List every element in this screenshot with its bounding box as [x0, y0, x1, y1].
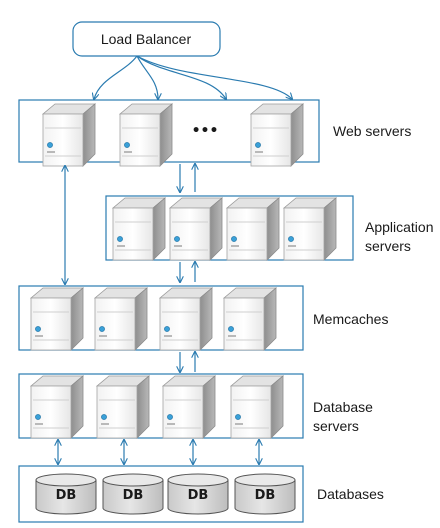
database-2-label: DB: [123, 488, 144, 503]
memcache-server-2-icon: [94, 287, 148, 351]
database-server-tier-box: [18, 373, 304, 439]
load-balancer-connectors: [94, 55, 292, 99]
app-server-2-icon: [169, 197, 223, 261]
web-server-4-icon: [250, 103, 304, 167]
database-server-3-icon: [162, 375, 216, 439]
memcache-server-4-icon: [223, 287, 277, 351]
memcache-server-1-icon: [30, 287, 84, 351]
tier-connectors: [58, 164, 259, 464]
database-server-1-icon: [30, 375, 84, 439]
web-tier-box: [18, 99, 320, 163]
more-servers-ellipsis: •••: [192, 123, 219, 139]
database-server-2-icon: [96, 375, 150, 439]
app-server-4-icon: [283, 197, 337, 261]
database-servers-group: [30, 375, 284, 439]
memcache-servers-group: [30, 287, 277, 351]
database-servers-label-line1: Database: [313, 399, 373, 415]
app-server-3-icon: [226, 197, 280, 261]
memcaches-label: Memcaches: [313, 311, 388, 327]
database-1-label: DB: [56, 488, 77, 503]
database-tier-box: [18, 465, 304, 523]
database-4-label: DB: [255, 488, 276, 503]
databases-label: Databases: [317, 486, 384, 502]
database-3-label: DB: [188, 488, 209, 503]
web-server-1-icon: [42, 103, 96, 167]
web-servers-group: •••: [42, 103, 304, 167]
application-servers-label-line2: servers: [365, 238, 411, 254]
app-server-1-icon: [112, 197, 166, 261]
lb-to-web-2-arrow: [136, 55, 158, 99]
databases-group: DB DB DB DB: [35, 473, 296, 515]
database-servers-label-line2: servers: [313, 418, 359, 434]
load-balancer-label: Load Balancer: [101, 31, 192, 47]
application-servers-label-line1: Application: [365, 219, 434, 235]
lb-to-web-4-arrow: [136, 55, 292, 99]
lb-to-web-1-arrow: [94, 55, 138, 99]
web-servers-label: Web servers: [333, 123, 411, 139]
application-servers-group: [112, 197, 337, 261]
web-server-2-icon: [119, 103, 173, 167]
memcache-server-3-icon: [159, 287, 213, 351]
load-balancer-box: [72, 21, 221, 57]
database-server-4-icon: [230, 375, 284, 439]
lb-to-web-3-arrow: [136, 55, 226, 99]
